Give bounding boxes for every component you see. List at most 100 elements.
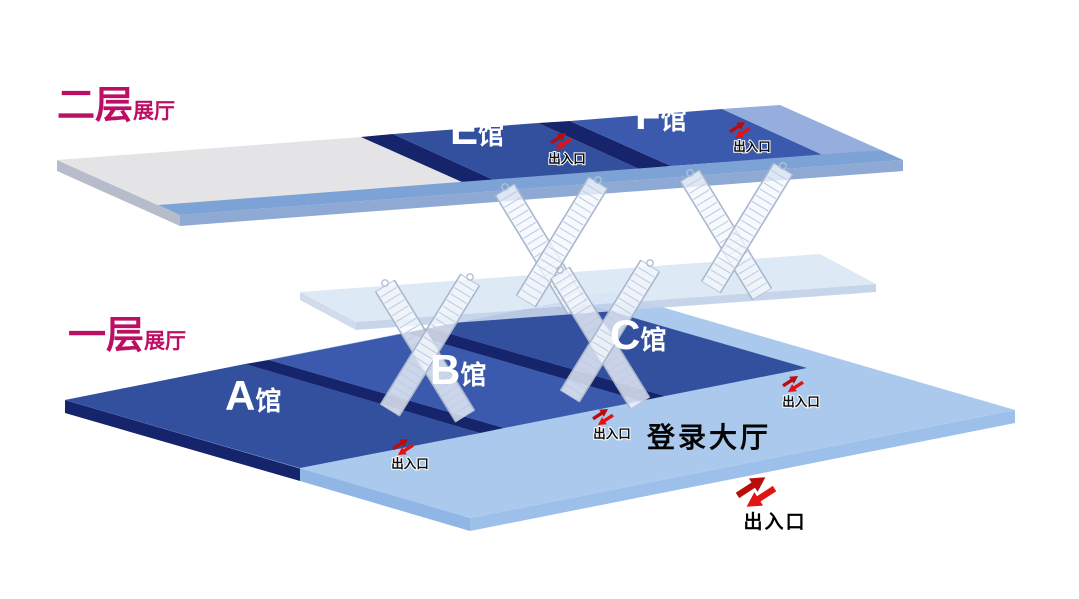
- stair-step-line: [544, 252, 561, 263]
- stair-step-line: [427, 330, 444, 342]
- stair-step-line: [717, 256, 735, 268]
- stair-step-line: [585, 183, 603, 195]
- floor1-label: 一层展厅: [68, 315, 186, 357]
- stair-step-line: [573, 372, 590, 383]
- stair-step-line: [559, 227, 576, 239]
- stair-step-line: [525, 283, 542, 294]
- stair-flight: [559, 259, 661, 403]
- stair-step-line: [527, 234, 544, 246]
- stair-step-line: [742, 270, 759, 281]
- stair-step-line: [536, 264, 554, 276]
- stair-handrail: [379, 273, 462, 405]
- stair-step-line: [738, 263, 756, 275]
- stair-step-line: [395, 311, 413, 323]
- stair-step-line: [563, 221, 580, 232]
- stair-step-line: [569, 378, 586, 389]
- hall-a-region: [65, 364, 480, 468]
- stair-step-line: [634, 273, 651, 284]
- stair-step-line: [384, 293, 401, 304]
- stair-step-line: [540, 258, 558, 270]
- stair-step-line: [576, 365, 594, 377]
- stair-step-line: [603, 322, 621, 334]
- floor1-left-face-light: [300, 468, 470, 531]
- floor1-label-main: 一层: [68, 315, 144, 357]
- entrance-label: 出入口: [548, 151, 586, 166]
- floor1-divider-2: [406, 328, 665, 401]
- stair-step-line: [450, 293, 467, 304]
- stair-step-line: [559, 280, 576, 291]
- entrances: 出入口 出入口 出入口 出入口 出入口 出入口: [390, 118, 821, 533]
- stair-step-line: [416, 348, 433, 360]
- hall-a-label: A馆: [225, 372, 281, 419]
- stair-step-line: [529, 277, 546, 288]
- stair-step-line: [551, 239, 569, 251]
- stair-step-line: [627, 391, 645, 403]
- floor1-divider-1: [245, 360, 504, 433]
- stair-step-line: [578, 310, 595, 322]
- floor1-slab: [65, 292, 1015, 531]
- entrance-label: 出入口: [782, 394, 820, 409]
- floor2-left-face: [57, 160, 180, 226]
- stair-step-line: [582, 317, 599, 328]
- floor1-label-sub: 展厅: [144, 330, 186, 353]
- hall-e-region: [393, 123, 639, 180]
- stair-step-line: [751, 200, 769, 212]
- stair-step-line: [437, 379, 455, 391]
- stair-step-line: [624, 385, 641, 396]
- stair-step-line: [622, 291, 640, 303]
- stair-step-line: [734, 257, 752, 269]
- handrail-curl: [646, 259, 654, 267]
- floor1-front-face: [470, 410, 1015, 531]
- stair-step-line: [574, 202, 592, 214]
- stair-step-line: [566, 292, 584, 304]
- stair-step-line: [608, 360, 626, 372]
- stair-step-line: [403, 323, 420, 335]
- handrail-curl: [381, 279, 389, 287]
- stair-step-line: [611, 310, 628, 321]
- stair-step-line: [715, 226, 733, 238]
- stair-step-line: [746, 276, 763, 287]
- stair-step-line: [389, 392, 406, 403]
- floor1-left-face-dark: [65, 400, 300, 481]
- stair-step-line: [442, 305, 460, 317]
- stair-step-line: [407, 330, 424, 341]
- stair-step-line: [588, 347, 605, 359]
- stair-step-line: [748, 207, 765, 218]
- stair-handrail: [578, 271, 661, 403]
- stair-step-line: [712, 220, 729, 232]
- stair-step-line: [570, 208, 588, 220]
- floor2-slab: [57, 105, 903, 226]
- stair-step-line: [521, 289, 539, 301]
- stair-handrail: [494, 195, 569, 315]
- stair-step-line: [689, 183, 706, 194]
- stair-step-line: [630, 279, 647, 290]
- stair-step-line: [729, 238, 746, 249]
- stairs-group: [374, 162, 794, 423]
- stair-step-line: [733, 231, 750, 243]
- floor2-right-area: [722, 105, 881, 155]
- hall-c-label: C馆: [610, 311, 666, 358]
- stair-step-line: [763, 182, 780, 193]
- stair-step-line: [616, 372, 634, 384]
- stair-step-line: [430, 367, 447, 379]
- stair-step-line: [755, 194, 773, 206]
- floor2-label: 二层展厅: [57, 85, 175, 127]
- stair-step-line: [441, 385, 459, 397]
- stair-flight: [379, 273, 481, 417]
- stair-flight: [515, 176, 609, 308]
- labels: 二层展厅 一层展厅 E馆 F馆 A馆 B馆 C馆 登录大厅: [57, 85, 768, 453]
- stair-step-line: [445, 392, 462, 403]
- stair-step-line: [504, 197, 521, 208]
- stair-step-line: [446, 299, 464, 311]
- stair-step-line: [615, 303, 632, 315]
- stair-step-line: [620, 379, 637, 390]
- stair-step-line: [431, 324, 448, 335]
- stair-step-line: [637, 266, 655, 278]
- stair-handrail: [398, 285, 481, 417]
- stair-step-line: [570, 298, 588, 310]
- entrance-label: 出入口: [733, 139, 771, 154]
- stair-step-line: [749, 282, 767, 294]
- stair-step-line: [704, 207, 722, 219]
- stair-step-line: [736, 225, 754, 237]
